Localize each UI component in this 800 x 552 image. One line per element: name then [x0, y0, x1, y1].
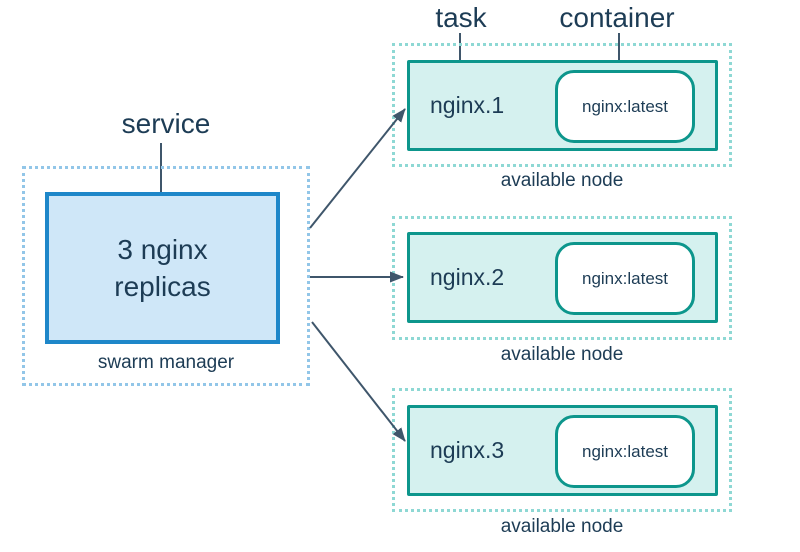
container-annotation-label: container: [559, 2, 675, 33]
node-2-container-image: nginx:latest: [582, 268, 668, 288]
node-1-caption: available node: [500, 170, 624, 191]
task-pointer-line: [459, 33, 461, 83]
node-2-task-box: nginx.2 nginx:latest: [407, 232, 718, 323]
node-1-task-box: nginx.1 nginx:latest: [407, 60, 718, 151]
node-3-dotted-box: [392, 388, 732, 512]
swarm-manager-caption: swarm manager: [97, 352, 235, 373]
node-3-container-pill: nginx:latest: [555, 415, 695, 488]
node-2-caption: available node: [500, 344, 624, 365]
service-pointer-line: [160, 143, 162, 229]
node-2-task-name: nginx.2: [430, 264, 505, 290]
swarm-manager-dotted-box: [22, 166, 310, 386]
node-3-task-name: nginx.3: [430, 437, 505, 463]
service-replicas-box: 3 nginx replicas: [45, 192, 280, 344]
arrow-to-node-1: [309, 108, 406, 229]
node-3-task-box: nginx.3 nginx:latest: [407, 405, 718, 496]
node-1-dotted-box: [392, 43, 732, 167]
task-annotation-label: task: [435, 2, 487, 33]
service-annotation-label: service: [121, 108, 211, 139]
node-3-container-image: nginx:latest: [582, 441, 668, 461]
service-replicas-text: 3 nginx replicas: [114, 234, 211, 302]
node-2-container-pill: nginx:latest: [555, 242, 695, 315]
node-3-caption: available node: [500, 516, 624, 537]
container-pointer-line: [618, 33, 620, 84]
node-1-container-image: nginx:latest: [582, 96, 668, 116]
node-1-task-name: nginx.1: [430, 92, 505, 118]
node-1-container-pill: nginx:latest: [555, 70, 695, 143]
